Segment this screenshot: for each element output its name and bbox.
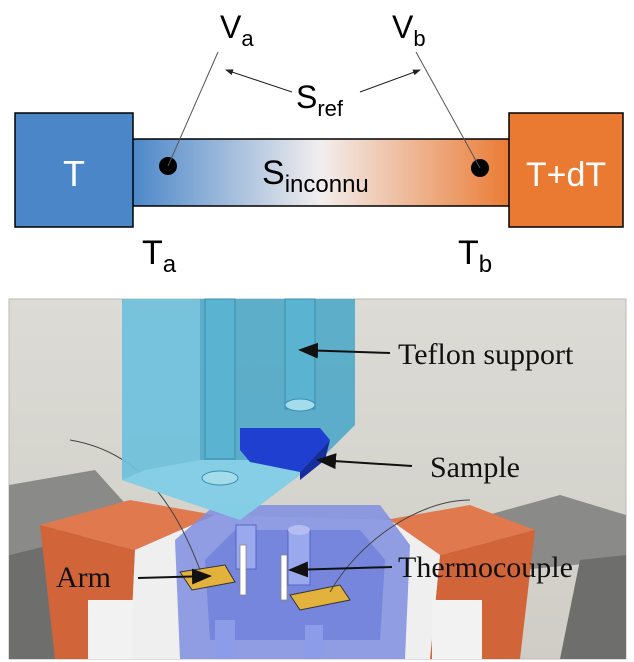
wire-b [415,51,481,169]
teflon-support-right-face [200,299,355,460]
ref-arrow-left [225,69,293,93]
arrow-sample [316,453,413,470]
label-s-inconnu: Sinconnu [262,154,369,198]
callout-teflon-support: Teflon support [398,338,574,371]
label-v-b: Vb [392,9,426,51]
post-right-top [288,525,310,535]
apparatus-render: Teflon support Sample Arm Thermocouple [8,298,627,660]
sample-face [300,440,330,480]
label-t-a: Ta [142,234,177,278]
post-front-left [215,620,235,659]
label-t-b: Tb [458,234,492,278]
label-v-a: Va [220,9,254,51]
arrow-teflon [298,342,391,359]
callout-sample: Sample [430,451,520,484]
wire-right [329,499,471,593]
block-t-dt-label: T+dT [526,156,606,194]
grey-block-right-face [560,555,626,659]
wire-a [167,51,219,167]
arrow-arm [137,568,212,585]
schematic: T T+dT Va Vb Sref Sinconnu Ta Tb [14,9,624,278]
orange-block-left-top [40,500,215,550]
white-frame-left [88,600,133,659]
sample [240,428,330,472]
white-frame-right [432,600,482,659]
bar-unknown [129,138,513,207]
arrow-thermocouple [288,561,393,578]
thermocouple-pin-left [239,544,247,596]
post-right [287,529,311,586]
arm-right [289,584,351,611]
teflon-support-bottom [122,460,320,520]
label-s-ref: Sref [296,79,344,121]
block-t [14,112,134,228]
callout-thermocouple: Thermocouple [398,551,573,584]
orange-block-right-top [385,505,535,555]
block-t-dt [508,112,624,228]
teflon-hole-bottom [201,470,239,486]
ref-arrow-right [359,69,421,93]
grey-block-left-face [9,545,55,659]
callout-arm: Arm [56,561,111,594]
post-front-right [305,625,323,659]
teflon-channel-1 [204,298,236,460]
teflon-channel-2 [284,298,316,410]
thermocouple-pin-right [280,554,288,601]
block-t-label: T [63,153,85,194]
teflon-hole-right [284,398,316,412]
